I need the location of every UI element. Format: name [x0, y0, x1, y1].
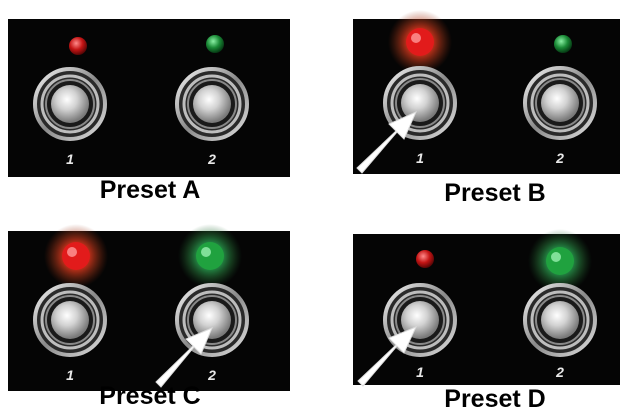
preset-d-switch-label-2: 2 — [555, 364, 564, 380]
preset-b-switch-label-1: 1 — [416, 150, 424, 166]
preset-b-arrow-icon — [356, 111, 417, 174]
preset-a-switch-label-1: 1 — [66, 151, 74, 167]
preset-c-footswitch-2 — [175, 283, 249, 357]
preset-d-red-led — [416, 250, 434, 268]
preset-c-arrow-icon — [155, 327, 213, 388]
preset-d-arrow-icon — [357, 326, 417, 387]
preset-b-caption: Preset B — [444, 179, 546, 207]
preset-c-switch-label-2: 2 — [207, 367, 216, 383]
preset-c-caption: Preset C — [99, 382, 201, 410]
preset-d-footswitch-2 — [523, 283, 597, 357]
preset-d-caption: Preset D — [444, 385, 546, 413]
preset-d-switch-label-1: 1 — [416, 364, 424, 380]
preset-c-green-led-lit — [178, 224, 242, 288]
preset-b-green-led — [554, 35, 572, 53]
preset-c-footswitch-1 — [33, 283, 107, 357]
preset-c-switch-label-1: 1 — [66, 367, 74, 383]
preset-c-red-led-lit — [44, 224, 108, 288]
preset-a-caption: Preset A — [99, 176, 201, 204]
preset-b-switch-label-2: 2 — [555, 150, 564, 166]
preset-a-footswitch-2 — [175, 67, 249, 141]
preset-a-red-led — [69, 37, 87, 55]
preset-b-footswitch-2 — [523, 66, 597, 140]
preset-a-switch-label-2: 2 — [207, 151, 216, 167]
preset-b-red-led-lit — [388, 10, 452, 74]
preset-a-footswitch-1 — [33, 67, 107, 141]
preset-a-green-led — [206, 35, 224, 53]
